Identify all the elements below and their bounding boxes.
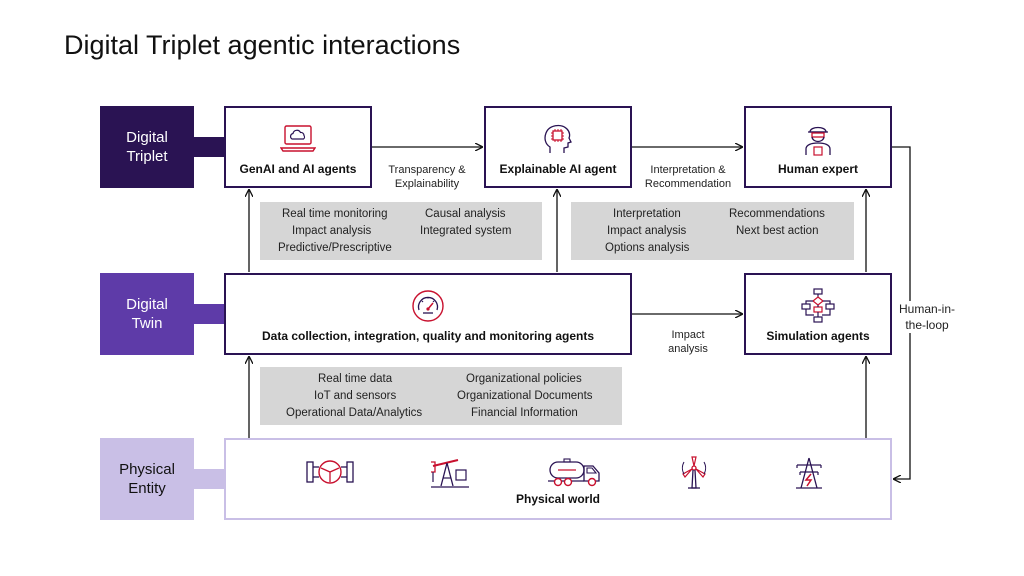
tanker-truck-icon bbox=[548, 458, 600, 487]
edge-label-line: Human-in- bbox=[898, 302, 955, 316]
edge-label-line: Recommendation bbox=[644, 178, 732, 190]
gauge-icon bbox=[411, 289, 445, 323]
head-chip-icon bbox=[541, 122, 575, 156]
data-source-item: Financial Information bbox=[471, 407, 578, 419]
capability-item: Next best action bbox=[736, 225, 819, 237]
edge-label-line: Transparency & bbox=[388, 164, 466, 176]
tier-digital-twin: Digital Twin bbox=[100, 273, 194, 355]
edge-label-line: Explainability bbox=[394, 178, 460, 190]
node-label: Physical world bbox=[515, 492, 601, 506]
tier-digital-triplet: Digital Triplet bbox=[100, 106, 194, 188]
worker-icon bbox=[803, 122, 833, 156]
tier-physical-entity: Physical Entity bbox=[100, 438, 194, 520]
data-collection-node: Data collection, integration, quality an… bbox=[224, 273, 632, 355]
node-label: Simulation agents bbox=[766, 329, 870, 343]
data-source-item: Real time data bbox=[318, 373, 393, 385]
edge-label-human-loop: Human-in- the-loop bbox=[892, 301, 962, 333]
tier-label-line: Entity bbox=[128, 480, 166, 497]
human-expert-node: Human expert bbox=[744, 106, 892, 188]
tier-label-line: Digital bbox=[126, 296, 168, 313]
capability-item: Impact analysis bbox=[607, 225, 687, 237]
wind-turbine-icon bbox=[681, 456, 707, 489]
data-source-item: Organizational policies bbox=[466, 373, 582, 385]
tier-label-line: Twin bbox=[131, 315, 163, 332]
flowchart-icon bbox=[800, 288, 836, 323]
edge-label-interpretation: Interpretation & Recommendation bbox=[636, 163, 740, 191]
capability-item: Causal analysis bbox=[425, 208, 506, 220]
data-source-item: Operational Data/Analytics bbox=[286, 407, 423, 419]
edge-label-line: analysis bbox=[668, 343, 708, 355]
capability-item: Real time monitoring bbox=[282, 208, 388, 220]
edge-label-line: Interpretation & bbox=[650, 164, 726, 176]
tier-label-line: Digital bbox=[126, 129, 168, 146]
tier-label-line: Triplet bbox=[126, 148, 168, 165]
data-source-item: IoT and sensors bbox=[314, 390, 397, 402]
simulation-agents-node: Simulation agents bbox=[744, 273, 892, 355]
edge-label-impact: Impact analysis bbox=[650, 328, 726, 356]
twin-data-sources: Real time data Organizational policies I… bbox=[260, 367, 622, 425]
node-label: GenAI and AI agents bbox=[239, 162, 357, 176]
node-label: Human expert bbox=[777, 162, 859, 176]
node-label: Explainable AI agent bbox=[499, 162, 617, 176]
capability-item: Integrated system bbox=[420, 225, 512, 237]
explainable-ai-node: Explainable AI agent bbox=[484, 106, 632, 188]
genai-agents-node: GenAI and AI agents bbox=[224, 106, 372, 188]
tier-label-line: Physical bbox=[119, 461, 175, 478]
physical-world-node: Physical world bbox=[224, 438, 892, 520]
triplet-right-capabilities: Interpretation Recommendations Impact an… bbox=[571, 202, 854, 260]
laptop-cloud-icon bbox=[280, 122, 316, 156]
capability-item: Interpretation bbox=[613, 208, 681, 220]
capability-item: Options analysis bbox=[605, 242, 690, 254]
data-source-item: Organizational Documents bbox=[457, 390, 593, 402]
edge-label-transparency: Transparency & Explainability bbox=[376, 163, 478, 191]
power-tower-icon bbox=[796, 457, 822, 489]
triplet-left-capabilities: Real time monitoring Causal analysis Imp… bbox=[260, 202, 542, 260]
capability-item: Impact analysis bbox=[292, 225, 372, 237]
edge-label-line: Impact bbox=[671, 329, 705, 341]
capability-item: Predictive/Prescriptive bbox=[278, 242, 392, 254]
node-label: Data collection, integration, quality an… bbox=[261, 329, 595, 343]
page-title: Digital Triplet agentic interactions bbox=[64, 30, 461, 60]
valve-pipe-icon bbox=[306, 460, 354, 484]
oil-pump-icon bbox=[431, 459, 469, 488]
capability-item: Recommendations bbox=[729, 208, 825, 220]
edge-label-line: the-loop bbox=[905, 318, 949, 332]
